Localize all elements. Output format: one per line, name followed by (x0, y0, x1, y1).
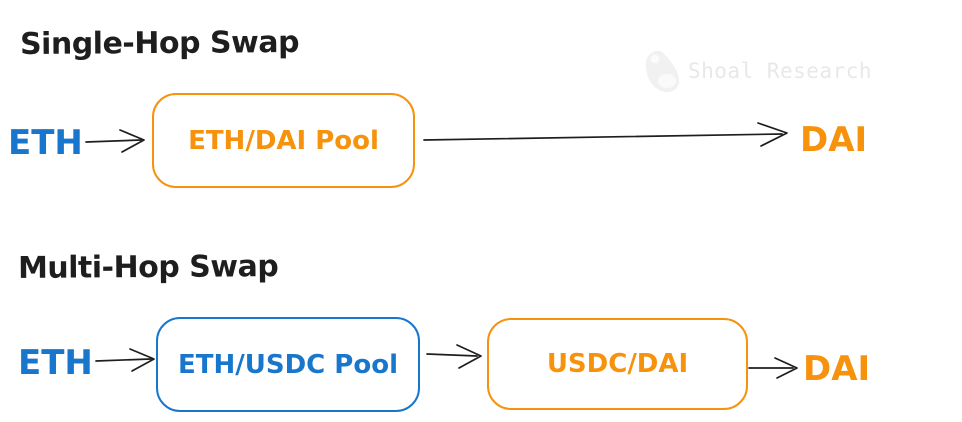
pool-box-eth-usdc: ETH/USDC Pool (156, 317, 420, 412)
pool-box-eth-dai: ETH/DAI Pool (152, 93, 415, 188)
token-label-eth: ETH (8, 123, 83, 163)
token-label-dai: DAI (800, 120, 868, 160)
arrow-icon (85, 129, 145, 153)
arrow-icon (95, 348, 155, 372)
watermark-text: Shoal Research (688, 59, 873, 83)
pool-box-usdc-dai: USDC/DAI (487, 318, 748, 410)
arrow-icon (748, 357, 798, 379)
shell-icon (645, 50, 680, 93)
token-label-dai: DAI (803, 349, 871, 389)
section-title-single-hop: Single-Hop Swap (19, 25, 300, 62)
arrow-icon (426, 344, 482, 369)
pool-label: USDC/DAI (546, 349, 689, 379)
arrow-icon (423, 122, 788, 147)
token-label-eth: ETH (18, 343, 93, 383)
pool-label: ETH/DAI Pool (188, 125, 379, 156)
watermark-logo: Shoal Research (642, 48, 872, 94)
section-title-multi-hop: Multi-Hop Swap (17, 249, 279, 286)
pool-label: ETH/USDC Pool (178, 349, 398, 380)
